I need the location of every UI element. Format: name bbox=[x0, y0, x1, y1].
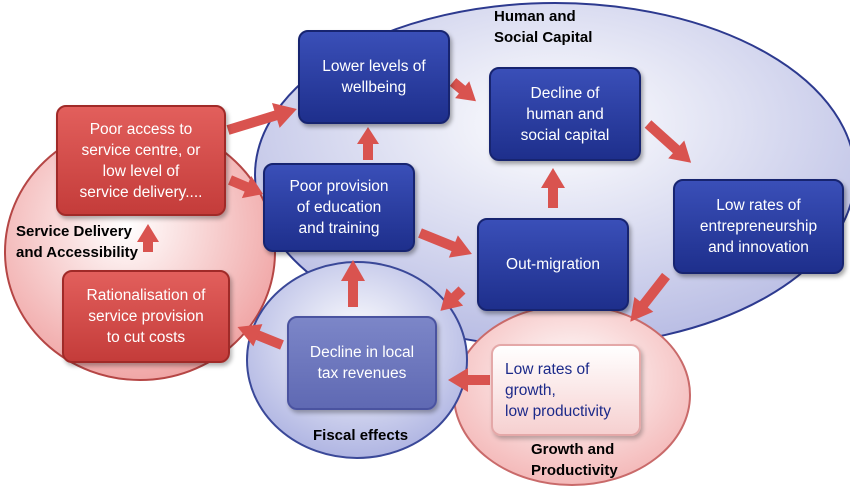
arrow-tax-to-education bbox=[341, 260, 365, 307]
arrow-education-to-wellbeing bbox=[357, 127, 379, 160]
decline-tax-box: Decline in local tax revenues bbox=[287, 316, 437, 410]
poor-education-box: Poor provision of education and training bbox=[263, 163, 415, 252]
arrow-migration-to-tax bbox=[440, 286, 466, 311]
lower-wellbeing-box: Lower levels of wellbeing bbox=[298, 30, 450, 124]
out-migration-box: Out-migration bbox=[477, 218, 629, 311]
human-social-capital-label: Human and Social Capital bbox=[494, 8, 593, 46]
poor-access-box: Poor access to service centre, or low le… bbox=[56, 105, 226, 216]
arrow-decline-to-entrepreneurship bbox=[644, 120, 692, 163]
arrow-tax-to-rationalisation bbox=[237, 324, 284, 350]
growth-productivity-label: Growth and Productivity bbox=[531, 441, 618, 479]
arrow-growth-to-tax bbox=[448, 368, 490, 392]
arrow-access-to-wellbeing bbox=[226, 102, 297, 135]
arrow-access-to-education bbox=[228, 175, 264, 199]
decline-human-capital-box: Decline of human and social capital bbox=[489, 67, 641, 161]
arrow-wellbeing-to-decline bbox=[449, 78, 476, 102]
arrow-rationalisation-to-access bbox=[137, 224, 159, 252]
arrow-migration-to-decline bbox=[541, 168, 565, 208]
service-delivery-label: Service Delivery and Accessibility bbox=[16, 223, 138, 261]
low-growth-box: Low rates of growth, low productivity bbox=[491, 344, 641, 436]
low-entrepreneurship-box: Low rates of entrepreneurship and innova… bbox=[673, 179, 844, 274]
arrow-entrepreneurship-to-growth bbox=[630, 272, 670, 322]
arrow-education-to-migration bbox=[418, 228, 472, 258]
rationalisation-box: Rationalisation of service provision to … bbox=[62, 270, 230, 363]
fiscal-effects-label: Fiscal effects bbox=[313, 427, 409, 444]
